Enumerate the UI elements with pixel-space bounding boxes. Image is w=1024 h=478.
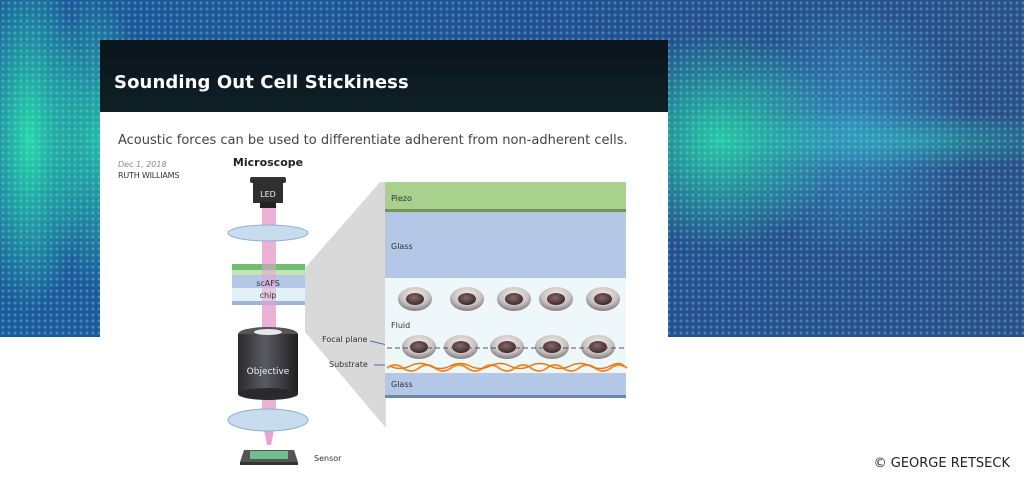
- adherent-cell: [490, 335, 524, 359]
- chip-label-1: scAFS: [256, 279, 280, 288]
- led-icon: LED: [250, 177, 286, 208]
- adherent-cell: [444, 335, 478, 359]
- article-subtitle: Acoustic forces can be used to different…: [118, 133, 628, 148]
- tube-lens-icon: [227, 408, 309, 432]
- condenser-lens-icon: [227, 224, 309, 242]
- substrate-fibers-2: [389, 362, 625, 370]
- article-card: Sounding Out Cell Stickiness Acoustic fo…: [100, 40, 668, 478]
- objective-label: Objective: [247, 367, 290, 377]
- chip-label-2: chip: [260, 291, 277, 300]
- led-label: LED: [260, 190, 276, 199]
- non-adherent-cell: [450, 287, 484, 311]
- adherent-cell: [402, 335, 436, 359]
- adherent-cell: [581, 335, 615, 359]
- focal-plane-label: Focal plane: [322, 335, 368, 344]
- sensor-label: Sensor: [314, 454, 342, 463]
- article-header: Sounding Out Cell Stickiness: [100, 40, 668, 112]
- article-author[interactable]: RUTH WILLIAMS: [118, 171, 180, 180]
- glass-top-layer: [385, 212, 626, 278]
- non-adherent-cell: [398, 287, 432, 311]
- image-credit: © GEORGE RETSECK: [873, 456, 1010, 471]
- objective-icon: Objective: [238, 327, 298, 400]
- non-adherent-cell: [586, 287, 620, 311]
- glass-bottom-label: Glass: [391, 380, 413, 389]
- microscope-figure: Microscope LED scAFS chip: [227, 156, 628, 465]
- sensor-icon: Sensor: [240, 450, 342, 465]
- article-title: Sounding Out Cell Stickiness: [114, 72, 409, 93]
- glass-bottom-layer: [385, 373, 626, 398]
- non-adherent-cell: [539, 287, 573, 311]
- glass-top-label: Glass: [391, 242, 413, 251]
- substrate-label: Substrate: [329, 360, 368, 369]
- chip-cross-section: Piezo Glass Fluid Glass: [385, 182, 628, 398]
- scafs-chip-icon: scAFS chip: [232, 264, 305, 305]
- fluid-label: Fluid: [391, 321, 410, 330]
- non-adherent-cell: [497, 287, 531, 311]
- microscope-heading: Microscope: [233, 156, 303, 169]
- piezo-label: Piezo: [391, 194, 412, 203]
- article-date: Dec 1, 2018: [118, 160, 167, 169]
- piezo-layer: [385, 182, 626, 209]
- zoom-cone: [305, 182, 386, 428]
- adherent-cell: [535, 335, 569, 359]
